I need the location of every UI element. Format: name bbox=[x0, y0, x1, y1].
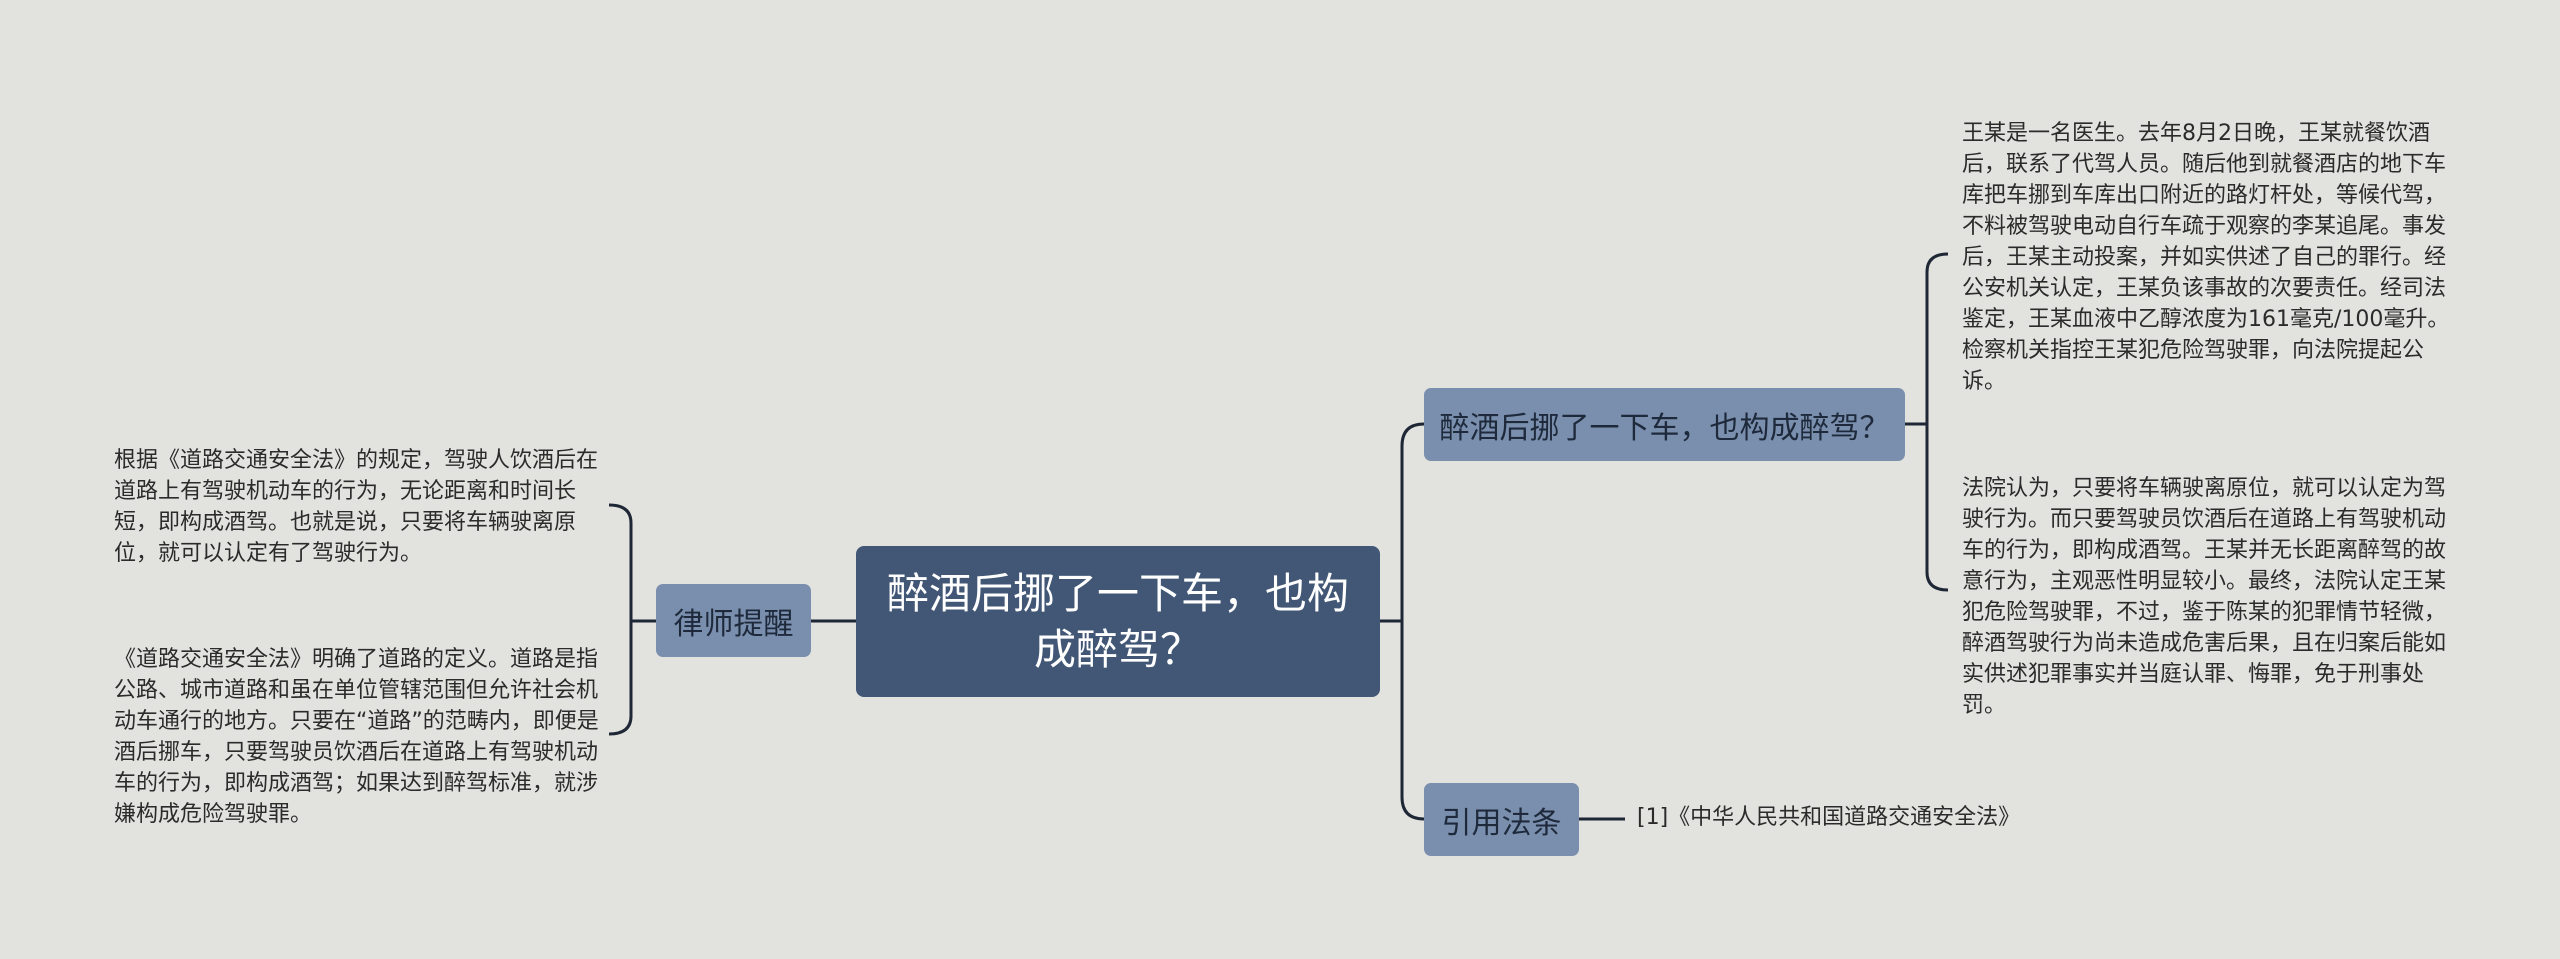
branch-cited-law-label: 引用法条 bbox=[1441, 805, 1562, 841]
branch-topic-label: 醉酒后挪了一下车，也构成醉驾？ bbox=[1439, 410, 1890, 446]
leaf-topic-case: 王某是一名医生。去年8月2日晚，王某就餐饮酒后，联系了代驾人员。随后他到就餐酒店… bbox=[1962, 121, 2450, 394]
bracket-lawyer-leaves bbox=[608, 503, 633, 736]
branch-lawyer-label: 律师提醒 bbox=[673, 606, 794, 642]
leaf-topic-ruling: 法院认为，只要将车辆驶离原位，就可以认定为驾驶行为。而只要驾驶员饮酒后在道路上有… bbox=[1962, 476, 2447, 718]
branch-topic[interactable]: 醉酒后挪了一下车，也构成醉驾？ bbox=[1424, 388, 1905, 461]
leaf-cited-law: [1]《中华人民共和国道路交通安全法》 bbox=[1637, 805, 2021, 830]
root-node[interactable]: 醉酒后挪了一下车，也构成醉驾？ bbox=[856, 546, 1380, 697]
leaf-lawyer-1: 根据《道路交通安全法》的规定，驾驶人饮酒后在道路上有驾驶机动车的行为，无论距离和… bbox=[114, 448, 599, 566]
root-title: 醉酒后挪了一下车，也构成醉驾？ bbox=[886, 568, 1349, 674]
branch-lawyer-tips[interactable]: 律师提醒 bbox=[656, 584, 811, 657]
spine-right bbox=[1400, 422, 1425, 821]
bracket-topic-leaves bbox=[1925, 252, 1949, 592]
branch-cited-law[interactable]: 引用法条 bbox=[1424, 783, 1579, 856]
leaf-lawyer-2: 《道路交通安全法》明确了道路的定义。道路是指公路、城市道路和虽在单位管辖范围但允… bbox=[114, 647, 599, 827]
